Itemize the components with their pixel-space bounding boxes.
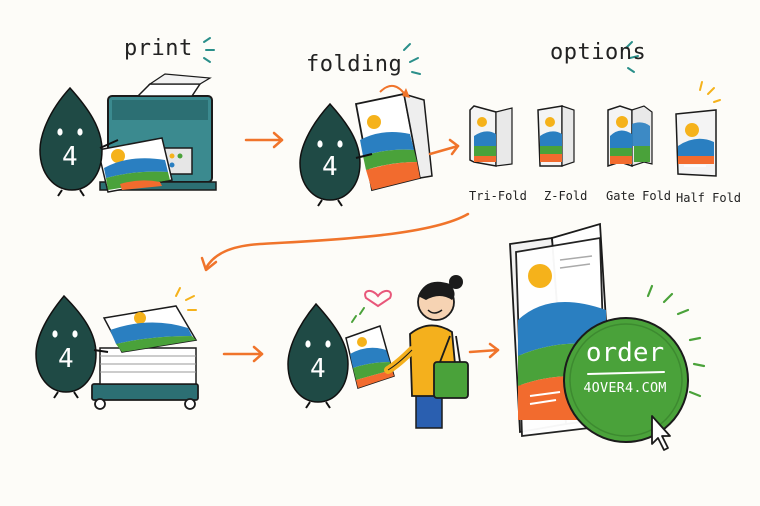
arrow-stack-to-delivery [222, 345, 264, 363]
tri-fold-thumbnail[interactable] [469, 105, 513, 167]
order-button-label[interactable]: order [585, 338, 665, 368]
sparkle-marks-delivery [351, 307, 365, 323]
arrow-options-to-stack [200, 212, 470, 272]
arrow-folding-to-options [428, 138, 460, 156]
order-step [509, 222, 706, 451]
mascot-glyph-print: 4 [62, 142, 78, 172]
fold-label-tri-fold[interactable]: Tri-Fold [469, 189, 527, 203]
gate-fold-thumbnail[interactable] [607, 105, 653, 168]
step-title-folding: folding [306, 52, 403, 77]
delivery-step [287, 275, 469, 429]
sparkle-marks-order [646, 284, 706, 398]
print-step [39, 37, 217, 197]
mascot-printing [39, 86, 119, 197]
fold-label-gate-fold[interactable]: Gate Fold [606, 189, 672, 203]
mascot-folding [299, 102, 373, 207]
order-button-circle [563, 317, 689, 443]
flow-arrows [200, 131, 500, 363]
step-title-print: print [124, 36, 193, 61]
fold-label-z-fold[interactable]: Z-Fold [544, 189, 588, 203]
sparkle-marks-print [203, 37, 215, 63]
heart-icon [364, 290, 392, 308]
arrow-delivery-to-order [468, 342, 500, 359]
sparkle-marks-folding [403, 43, 421, 75]
folding-step [299, 43, 433, 207]
mascot-glyph-folding: 4 [322, 152, 338, 182]
sparkle-marks-stack [175, 287, 197, 311]
order-url-label[interactable]: 4OVER4.COM [583, 380, 667, 396]
handed-brochure [345, 325, 395, 389]
step-title-options: options [550, 40, 647, 65]
mascot-glyph-delivery: 4 [310, 354, 326, 384]
mascot-delivering [287, 302, 349, 409]
mascot-glyph-stack: 4 [58, 344, 74, 374]
stack-step [35, 287, 199, 410]
half-fold-thumbnail[interactable] [675, 81, 721, 177]
arrow-print-to-folding [244, 131, 284, 149]
folding-brochure [354, 85, 433, 192]
z-fold-thumbnail[interactable] [537, 105, 575, 167]
options-step [469, 41, 721, 177]
printed-sheet [97, 137, 173, 193]
fold-label-half-fold[interactable]: Half Fold [676, 191, 742, 205]
mascot-stacking [35, 294, 109, 399]
sparkle-marks-options [625, 41, 639, 73]
brochure-stack-cart [91, 305, 199, 410]
cursor-icon [651, 415, 671, 451]
customer-illustration [384, 275, 469, 429]
